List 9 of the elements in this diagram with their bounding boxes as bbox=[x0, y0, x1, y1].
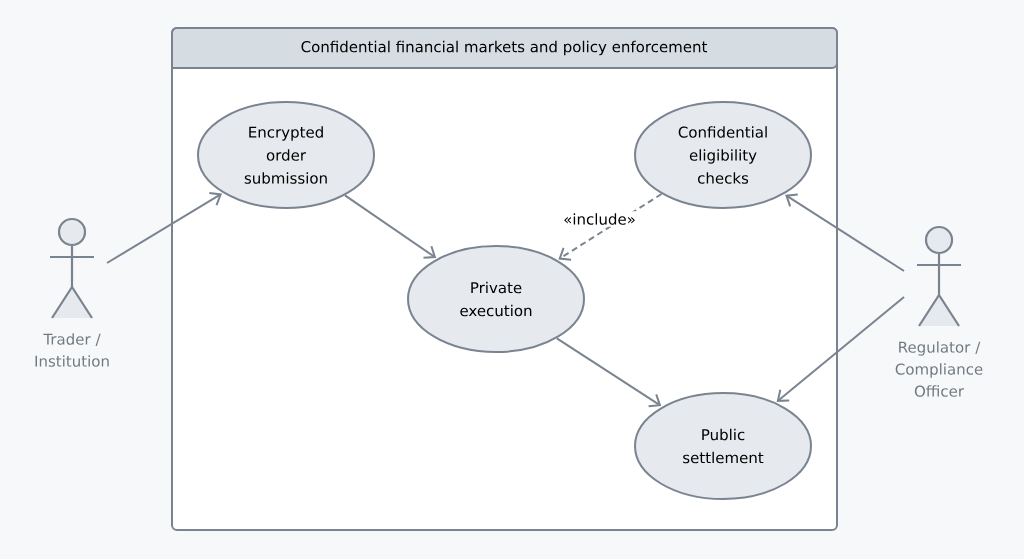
arrow bbox=[785, 193, 905, 272]
arrow bbox=[558, 193, 663, 261]
arrow bbox=[344, 194, 437, 259]
actor-label: Regulator / Compliance Officer bbox=[895, 341, 983, 397]
edge-label: «include» bbox=[561, 211, 638, 227]
actor-label: Trader / Institution bbox=[35, 333, 109, 367]
arrow bbox=[776, 296, 905, 402]
arrow bbox=[555, 337, 662, 408]
arrow bbox=[106, 192, 223, 264]
